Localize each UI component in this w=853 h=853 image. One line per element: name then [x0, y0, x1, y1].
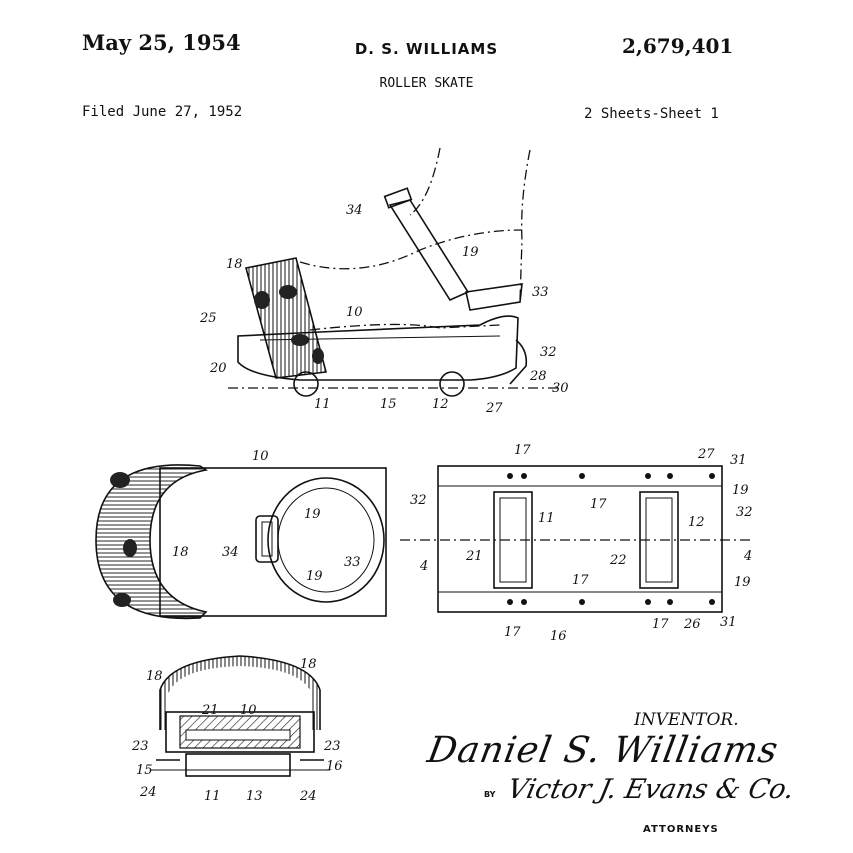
ref-label: 19 — [732, 483, 749, 498]
ref-label: 11 — [538, 511, 555, 526]
ref-label: 18 — [226, 257, 243, 272]
ref-label: 33 — [532, 285, 549, 300]
ref-label: 15 — [136, 763, 153, 778]
ref-label: 19 — [734, 575, 751, 590]
ref-label: 11 — [314, 397, 331, 412]
patent-number: 2,679,401 — [622, 34, 734, 58]
ref-label: 34 — [346, 203, 363, 218]
top-view-figure — [95, 464, 387, 620]
section-view-labels: 18 18 21 10 23 23 15 16 24 11 13 24 — [131, 657, 343, 804]
filed-date: Filed June 27, 1952 — [82, 104, 243, 120]
ref-label: 23 — [131, 739, 149, 754]
ref-label: 30 — [552, 381, 569, 396]
ref-label: 18 — [172, 545, 189, 560]
ref-label: 13 — [246, 789, 263, 804]
ref-label: 17 — [504, 625, 521, 640]
ref-label: 28 — [529, 369, 547, 384]
top-view-labels: 10 19 32 34 18 33 19 — [172, 449, 427, 584]
ref-label: 27 — [697, 447, 715, 462]
ref-label: 21 — [201, 703, 219, 718]
inventor-name-header: D. S. WILLIAMS — [354, 40, 499, 58]
ref-label: 24 — [299, 789, 317, 804]
ref-label: 10 — [240, 703, 257, 718]
ref-label: 16 — [550, 629, 567, 644]
ref-label: 32 — [540, 345, 557, 360]
ref-label: 10 — [346, 305, 363, 320]
ref-label: 20 — [209, 361, 227, 376]
ref-label: 17 — [590, 497, 607, 512]
ref-label: 16 — [326, 759, 343, 774]
sheet-count: 2 Sheets-Sheet 1 — [584, 106, 719, 122]
ref-label: 12 — [432, 397, 449, 412]
ref-label: 25 — [199, 311, 217, 326]
ref-label: 34 — [222, 545, 239, 560]
ref-label: 21 — [465, 549, 483, 564]
ref-label: 19 — [304, 507, 321, 522]
ref-label: 33 — [344, 555, 361, 570]
ref-label: 11 — [204, 789, 221, 804]
ref-label: 17 — [514, 443, 531, 458]
ref-label: 17 — [572, 573, 589, 588]
ref-label: 19 — [462, 245, 479, 260]
side-view-labels: 34 18 19 33 25 10 32 20 28 30 11 15 12 2… — [199, 203, 569, 416]
patent-date: May 25, 1954 — [82, 30, 241, 55]
ref-label: 24 — [139, 785, 157, 800]
ref-label: 27 — [485, 401, 503, 416]
side-view-figure — [228, 147, 560, 397]
ref-label: 23 — [323, 739, 341, 754]
ref-label: 31 — [720, 615, 737, 630]
attorney-signature: Victor J. Evans & Co. — [504, 774, 798, 805]
ref-label: 19 — [306, 569, 323, 584]
ref-label: 10 — [252, 449, 269, 464]
bottom-view-labels: 17 27 31 19 32 11 17 12 4 21 22 4 17 19 … — [419, 443, 753, 644]
section-view-figure — [150, 655, 330, 777]
ref-label: 26 — [683, 617, 701, 632]
bottom-view-figure — [400, 465, 752, 613]
ref-label: 15 — [380, 397, 397, 412]
ref-label: 22 — [609, 553, 627, 568]
inventor-label: INVENTOR. — [634, 710, 739, 730]
patent-title: ROLLER SKATE — [379, 76, 474, 91]
ref-label: 32 — [736, 505, 753, 520]
ref-label: 4 — [743, 549, 752, 564]
ref-label: 18 — [300, 657, 317, 672]
ref-label: 18 — [146, 669, 163, 684]
ref-label: 17 — [652, 617, 669, 632]
ref-label: 4 — [419, 559, 428, 574]
ref-label: 12 — [688, 515, 705, 530]
by-label: BY — [484, 790, 496, 799]
attorneys-label: ATTORNEYS — [643, 824, 719, 835]
inventor-signature: Daniel S. Williams — [424, 730, 782, 771]
ref-label: 31 — [730, 453, 747, 468]
ref-label: 32 — [410, 493, 427, 508]
